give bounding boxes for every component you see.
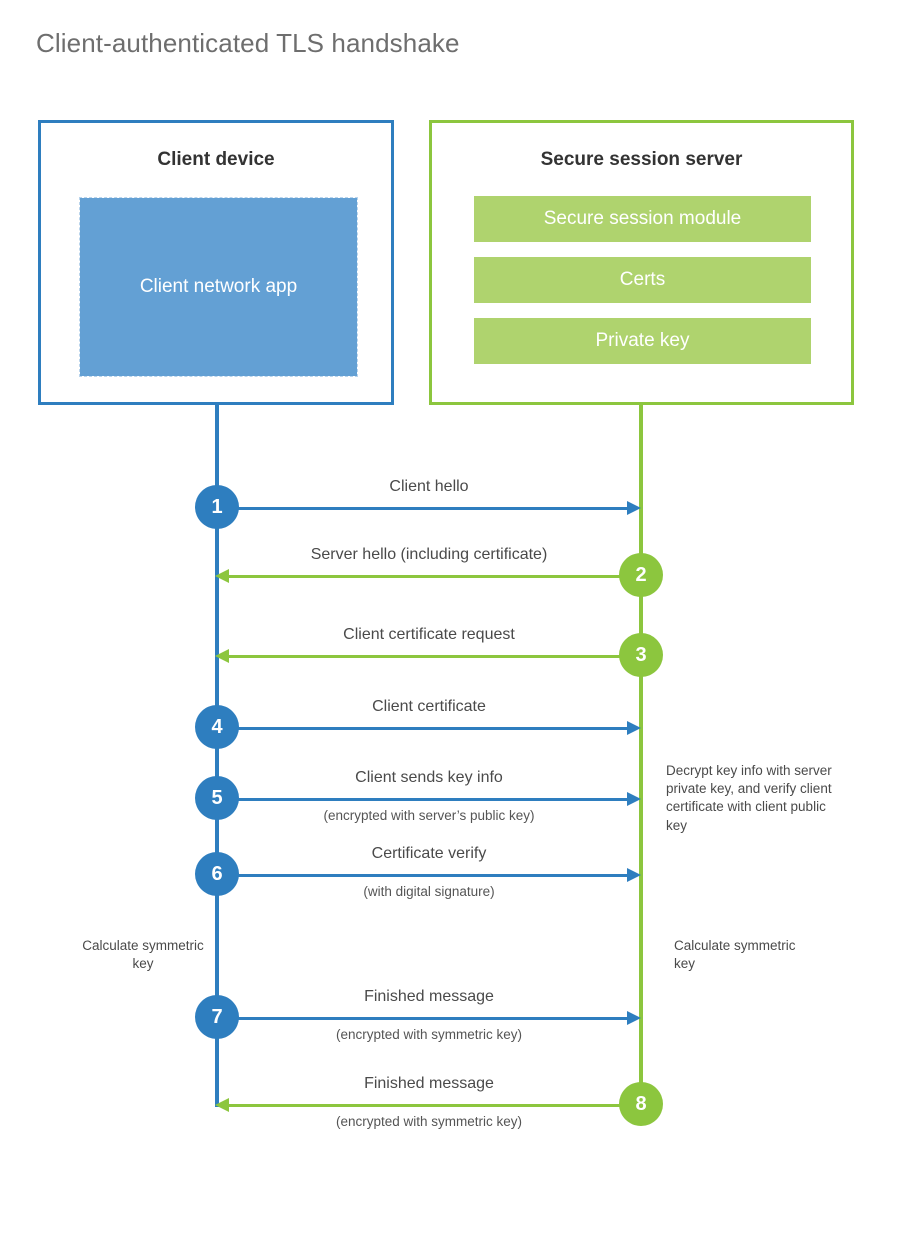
arrow-right-icon — [627, 792, 641, 806]
arrow-left-icon — [215, 1098, 229, 1112]
message-label-2: Server hello (including certificate) — [310, 546, 548, 563]
message-sublabel-7: (encrypted with symmetric key) — [335, 1027, 523, 1042]
step-circle-4[interactable]: 4 — [195, 705, 239, 749]
message-label-3: Client certificate request — [343, 626, 515, 643]
arrow-left-icon — [215, 569, 229, 583]
server-block-private-key: Private key — [474, 318, 811, 364]
message-label-5: Client sends key info — [355, 769, 503, 786]
secure-session-server-box: Secure session server Secure session mod… — [429, 120, 854, 405]
message-label-6: Certificate verify — [371, 845, 487, 862]
message-line-1 — [217, 507, 637, 510]
page-title: Client-authenticated TLS handshake — [36, 28, 460, 58]
message-sublabel-8: (encrypted with symmetric key) — [335, 1114, 523, 1129]
step-circle-2[interactable]: 2 — [619, 553, 663, 597]
step-circle-6[interactable]: 6 — [195, 852, 239, 896]
server-blocks-list: Secure session module Certs Private key — [474, 196, 811, 379]
message-label-7: Finished message — [364, 988, 494, 1005]
server-block-certs: Certs — [474, 257, 811, 303]
client-device-title: Client device — [157, 149, 275, 170]
server-block-secure-session-module: Secure session module — [474, 196, 811, 242]
message-line-8 — [219, 1104, 639, 1107]
message-label-4: Client certificate — [372, 698, 486, 715]
arrow-right-icon — [627, 868, 641, 882]
server-lifeline — [639, 405, 643, 1107]
message-label-8: Finished message — [364, 1075, 494, 1092]
message-line-5 — [217, 798, 637, 801]
arrow-left-icon — [215, 649, 229, 663]
message-label-1: Client hello — [389, 478, 469, 495]
step-circle-7[interactable]: 7 — [195, 995, 239, 1039]
message-line-2 — [219, 575, 639, 578]
note-calculate-symmetric-key-client: Calculate symmetric key — [82, 938, 204, 972]
client-device-box: Client device Client network app — [38, 120, 394, 405]
message-sublabel-6: (with digital signature) — [363, 884, 495, 899]
arrow-right-icon — [627, 1011, 641, 1025]
note-calculate-symmetric-key-server: Calculate symmetric key — [674, 938, 796, 972]
message-line-6 — [217, 874, 637, 877]
secure-session-server-title: Secure session server — [540, 149, 743, 170]
step-circle-8[interactable]: 8 — [619, 1082, 663, 1126]
message-line-3 — [219, 655, 639, 658]
step-circle-1[interactable]: 1 — [195, 485, 239, 529]
message-sublabel-5: (encrypted with server’s public key) — [323, 808, 535, 823]
message-line-4 — [217, 727, 637, 730]
client-lifeline — [215, 405, 219, 1107]
step-circle-3[interactable]: 3 — [619, 633, 663, 677]
step-circle-5[interactable]: 5 — [195, 776, 239, 820]
arrow-right-icon — [627, 501, 641, 515]
arrow-right-icon — [627, 721, 641, 735]
message-line-7 — [217, 1017, 637, 1020]
client-network-app-block: Client network app — [79, 197, 358, 377]
note-decrypt-key-info: Decrypt key info with server private key… — [666, 763, 832, 833]
